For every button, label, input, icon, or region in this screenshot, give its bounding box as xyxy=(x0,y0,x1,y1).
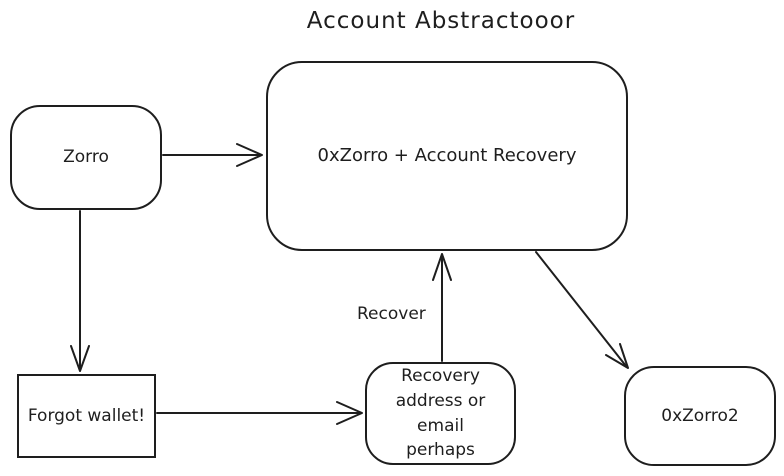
node-recovery-address: Recovery address or email perhaps xyxy=(365,362,516,465)
node-zorro: Zorro xyxy=(10,105,162,210)
node-zorro2: 0xZorro2 xyxy=(624,366,776,466)
node-zorro2-label: 0xZorro2 xyxy=(661,405,739,426)
node-account-recovery-label: 0xZorro + Account Recovery xyxy=(317,144,577,166)
node-forgot-wallet-label: Forgot wallet! xyxy=(27,405,146,426)
node-zorro-label: Zorro xyxy=(63,147,109,168)
arrow-zorro-to-main xyxy=(162,143,263,167)
arrow-zorro-to-forgot xyxy=(70,210,90,372)
node-account-recovery: 0xZorro + Account Recovery xyxy=(266,61,628,251)
arrow-main-to-zorro2 xyxy=(535,251,629,369)
node-forgot-wallet: Forgot wallet! xyxy=(17,374,156,458)
diagram-title: Account Abstractooor xyxy=(306,8,576,34)
arrow-recovery-to-main xyxy=(432,253,452,362)
arrow-forgot-to-recovery xyxy=(156,401,363,425)
node-recovery-address-label: Recovery address or email perhaps xyxy=(395,366,486,461)
edge-label-recover: Recover xyxy=(357,304,426,324)
